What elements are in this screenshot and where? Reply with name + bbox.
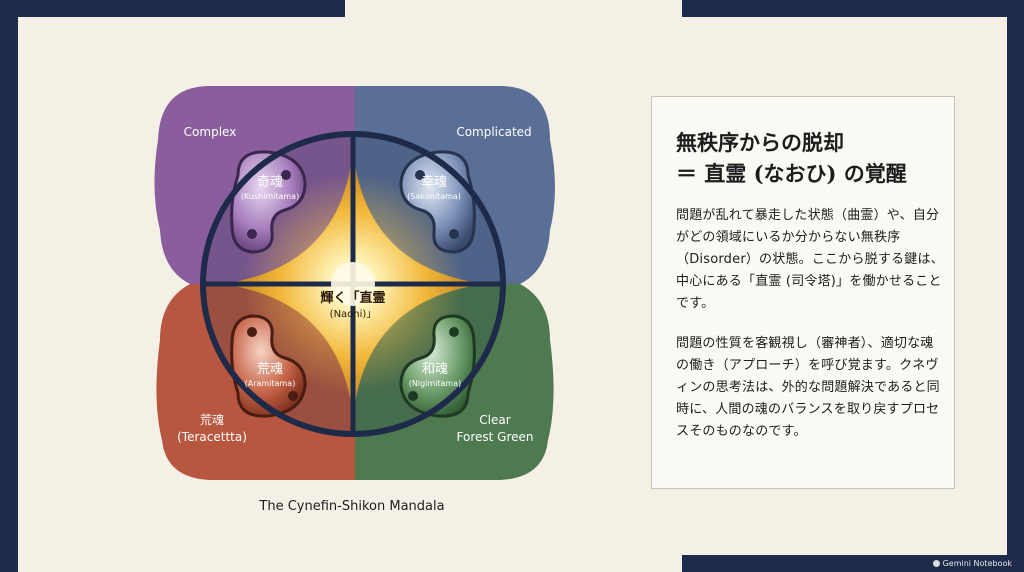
panel-title-line2: ＝ 直霊 (なおひ) の覚醒 — [676, 161, 907, 186]
panel-paragraph-2: 問題の性質を客観視し（審神者）、適切な魂の働き（アプローチ）を呼び覚ます。クネヴ… — [676, 336, 940, 439]
soul-ara-romaji: (Aramitama) — [245, 379, 296, 388]
soul-kushi-name: 奇魂 — [257, 174, 283, 190]
label-clear-line1: Clear — [479, 413, 510, 427]
label-chaotic-line2: (Teracettta) — [177, 430, 247, 444]
frame-bar-bottom-right — [682, 555, 1024, 572]
label-complicated: Complicated — [456, 125, 531, 139]
center-label-line1: 輝く「直霊 — [320, 290, 385, 306]
soul-nigi-romaji: (Nigimitama) — [409, 379, 462, 388]
frame-bar-right — [1007, 0, 1024, 572]
frame-bar-top-right — [682, 0, 1024, 17]
diagram-caption: The Cynefin-Shikon Mandala — [259, 499, 445, 514]
label-chaotic-line1: 荒魂 — [200, 412, 224, 427]
panel-title: 無秩序からの脱却 ＝ 直霊 (なおひ) の覚醒 — [676, 127, 946, 189]
panel-paragraph-1: 問題が乱れて暴走した状態（曲霊）や、自分がどの領域にいるか分からない無秩序（Di… — [676, 208, 944, 311]
soul-kushi-romaji: (Kushimitama) — [241, 192, 299, 201]
soul-ara-name: 荒魂 — [257, 361, 283, 377]
frame-bar-left — [0, 0, 18, 572]
soul-saki-name: 幸魂 — [421, 174, 447, 190]
label-clear-line2: Forest Green — [457, 430, 534, 444]
watermark-text: Gemini Notebook — [942, 559, 1012, 568]
gemini-logo-icon — [932, 560, 940, 567]
text-panel: 無秩序からの脱却 ＝ 直霊 (なおひ) の覚醒 問題が乱れて暴走した状態（曲霊）… — [651, 96, 955, 489]
soul-saki-romaji: (Sakimitama) — [407, 192, 461, 201]
frame-bar-top-left — [0, 0, 345, 17]
watermark: Gemini Notebook — [932, 559, 1012, 568]
soul-nigi-name: 和魂 — [422, 361, 448, 377]
panel-title-line1: 無秩序からの脱却 — [676, 130, 844, 155]
center-label-line2: (Naohi)」 — [330, 309, 377, 320]
mandala-diagram: Complex Complicated 荒魂 (Teracettta) Clea… — [154, 86, 555, 480]
label-complex: Complex — [184, 125, 237, 139]
